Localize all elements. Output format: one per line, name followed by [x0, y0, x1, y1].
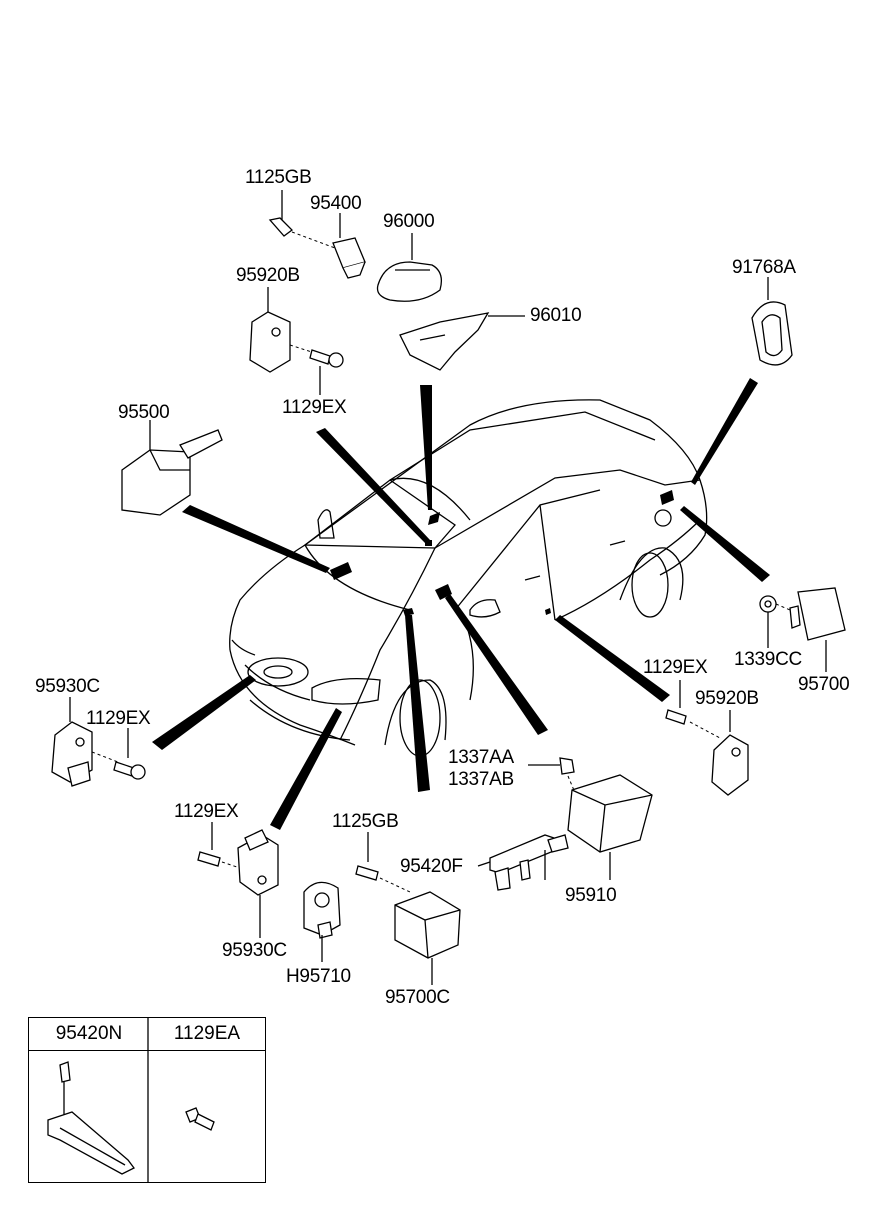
bolt-1125gb-bottom [355, 832, 411, 893]
label-96000: 96000 [383, 211, 435, 232]
label-95400: 95400 [310, 193, 362, 214]
bracket-96010 [399, 312, 525, 371]
sensor-95400 [332, 213, 366, 279]
module-95700c [394, 891, 461, 985]
leader-wedges [152, 378, 770, 830]
bolt-1129ex-top [309, 349, 344, 395]
nut-1337aa [528, 757, 579, 801]
label-95920b-right: 95920B [695, 688, 759, 709]
legend-cell-1129ea: 1129EA [149, 1018, 265, 1182]
module-95700 [789, 587, 846, 672]
label-1339cc: 1339CC [734, 649, 802, 670]
label-1129ex-right: 1129EX [643, 657, 708, 678]
label-1337ab: 1337AB [448, 769, 514, 790]
legend-drawing-95420n [47, 1017, 149, 1183]
label-1129ex-left: 1129EX [86, 708, 151, 729]
label-95930c-left: 95930C [35, 676, 100, 697]
sensor-95930c-left [51, 697, 119, 787]
legend-header-1129ea: 1129EA [149, 1018, 265, 1051]
label-95930c-bottom: 95930C [222, 940, 287, 961]
ecu-95910 [567, 774, 653, 880]
label-1129ex-bottom: 1129EX [174, 801, 239, 822]
label-95920b-top: 95920B [236, 265, 300, 286]
bolt-1125gb-top [268, 190, 336, 249]
sensor-95920b-right [711, 710, 749, 796]
bolt-1129ex-bottom [197, 822, 241, 869]
label-95910: 95910 [565, 885, 617, 906]
cover-96000 [376, 233, 443, 302]
legend-cell-95420n: 95420N [29, 1018, 149, 1182]
label-96010: 96010 [530, 305, 582, 326]
sensor-h95710 [303, 881, 341, 962]
legend-drawing-1129ea [185, 1107, 215, 1131]
sensor-95920b-top [249, 287, 319, 373]
module-95500 [121, 420, 223, 516]
sensor-95930c-bottom [237, 829, 279, 938]
label-1125gb-bottom: 1125GB [332, 811, 399, 832]
legend-header-95420n: 95420N [29, 1018, 149, 1051]
legend-table: 95420N 1129EA [28, 1017, 266, 1183]
label-95500: 95500 [118, 402, 170, 423]
label-95700: 95700 [798, 674, 850, 695]
bolt-1129ex-left [113, 728, 146, 780]
nut-1339cc [759, 595, 791, 648]
label-91768a: 91768A [732, 257, 796, 278]
label-1125gb-top: 1125GB [245, 167, 312, 188]
label-1337aa: 1337AA [448, 747, 514, 768]
label-95700c: 95700C [385, 987, 450, 1008]
bolt-1129ex-right [665, 680, 721, 739]
label-95420f: 95420F [400, 856, 463, 877]
label-1129ex-top: 1129EX [282, 397, 347, 418]
grommet-91768a [751, 277, 793, 366]
bracket-95420f [477, 834, 569, 891]
car-part-markers [330, 490, 674, 616]
label-h95710: H95710 [286, 966, 351, 987]
car-body [229, 399, 708, 757]
